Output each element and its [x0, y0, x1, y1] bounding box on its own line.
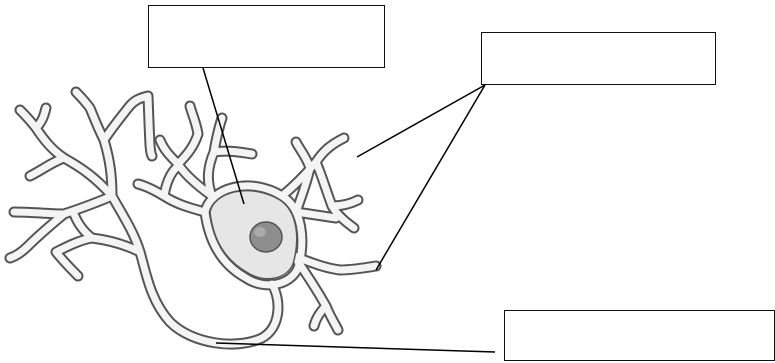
- leader-line-b1: [357, 85, 485, 157]
- leader-line-b2: [376, 85, 485, 270]
- nucleus-highlight: [254, 227, 266, 237]
- label-box-b[interactable]: [481, 32, 716, 85]
- label-box-a[interactable]: [148, 5, 385, 68]
- label-box-c[interactable]: [504, 310, 775, 361]
- leader-line-c: [216, 343, 495, 352]
- nucleus: [250, 222, 282, 252]
